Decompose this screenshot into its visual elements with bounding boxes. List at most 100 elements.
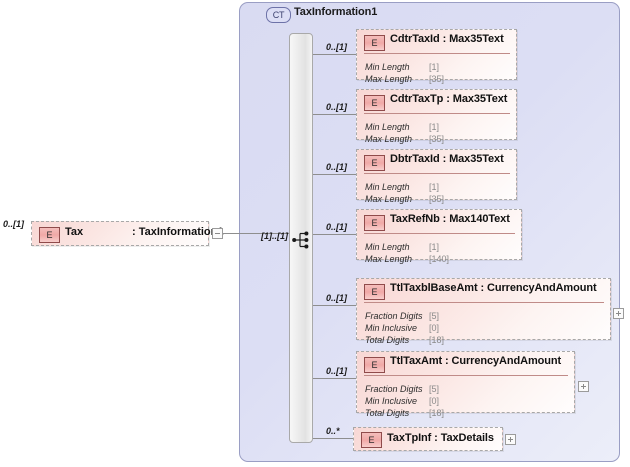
element-node-cdtrtaxid[interactable]: E CdtrTaxId : Max35Text Min Length [1] Ma…	[356, 29, 517, 84]
root-element-type: : TaxInformation1	[132, 226, 224, 238]
facet-name: Min Inclusive	[365, 323, 418, 333]
facet-name: Min Length	[365, 62, 410, 72]
facet-row: Min Length[1]	[365, 237, 449, 252]
element-title: CdtrTaxId : Max35Text	[390, 33, 504, 45]
sequence-cardinality: [1]..[1]	[261, 231, 288, 241]
facet-name: Total Digits	[365, 335, 410, 345]
element-badge: E	[39, 227, 60, 243]
element-badge: E	[361, 432, 382, 448]
root-element-node[interactable]: E Tax : TaxInformation1	[31, 221, 223, 246]
facet-value: [35]	[429, 134, 445, 144]
sequence-icon	[292, 231, 312, 249]
connector-child-3	[313, 234, 356, 235]
facet-name: Max Length	[365, 254, 413, 264]
facet-row: Min Length [1]	[365, 57, 444, 72]
element-badge: E	[364, 357, 385, 373]
facet-name: Max Length	[365, 134, 413, 144]
element-title: TaxRefNb : Max140Text	[390, 213, 510, 225]
connector-child-6	[313, 438, 353, 439]
facet-row: Min Inclusive [0]	[365, 318, 444, 333]
facet-row: Max Length [140]	[365, 249, 450, 264]
element-title: DbtrTaxId : Max35Text	[390, 153, 504, 165]
expander-ttltaxblbaseamt[interactable]	[613, 308, 624, 319]
child-cardinality-0: 0..[1]	[326, 42, 348, 52]
element-badge: E	[364, 95, 385, 111]
facet-row: Max Length [35]	[365, 69, 445, 84]
facet-name: Fraction Digits	[365, 311, 423, 321]
complex-type-badge: CT	[266, 7, 291, 23]
facet-name: Min Inclusive	[365, 396, 418, 406]
element-node-cdtrtaxtp[interactable]: E CdtrTaxTp : Max35Text Min Length [1] Ma…	[356, 89, 517, 144]
facet-row: Max Length [35]	[365, 189, 445, 204]
facet-row: Min Inclusive [0]	[365, 391, 444, 406]
facet-value: [1]	[429, 62, 440, 72]
element-badge: E	[364, 155, 385, 171]
root-collapse-expander[interactable]	[212, 228, 223, 239]
facet-name: Min Length	[365, 182, 410, 192]
element-title: CdtrTaxTp : Max35Text	[390, 93, 508, 105]
facet-row: Min Length [1]	[365, 117, 444, 132]
facet-row: Max Length [35]	[365, 129, 445, 144]
divider	[364, 53, 510, 54]
facet-value: [1]	[429, 182, 440, 192]
facet-value: [5]	[429, 384, 440, 394]
facet-value: [18]	[429, 408, 445, 418]
connector-root-to-sequence	[223, 233, 289, 234]
child-cardinality-4: 0..[1]	[326, 293, 348, 303]
child-cardinality-1: 0..[1]	[326, 102, 348, 112]
child-cardinality-6: 0..*	[326, 426, 340, 436]
facet-value: [0]	[429, 323, 440, 333]
element-node-dbtrtaxid[interactable]: E DbtrTaxId : Max35Text Min Length [1] Ma…	[356, 149, 517, 204]
facet-name: Fraction Digits	[365, 384, 423, 394]
child-cardinality-2: 0..[1]	[326, 162, 348, 172]
facet-row: Fraction Digits [5]	[365, 306, 444, 321]
divider	[364, 113, 510, 114]
root-element-name: Tax	[65, 226, 84, 238]
facet-value: [18]	[429, 335, 445, 345]
facet-name: Max Length	[365, 194, 413, 204]
complex-type-title: TaxInformation1	[294, 6, 378, 18]
element-title: TtlTaxAmt : CurrencyAndAmount	[390, 355, 562, 367]
facet-row: Total Digits [18]	[365, 330, 445, 345]
facet-name: Min Length	[365, 122, 410, 132]
divider	[364, 173, 510, 174]
divider	[364, 233, 515, 234]
element-badge: E	[364, 215, 385, 231]
element-node-taxrefnb[interactable]: E TaxRefNb : Max140Text Min Length[1] Ma…	[356, 209, 522, 264]
facet-row: Min Length [1]	[365, 177, 444, 192]
facet-row: Total Digits [18]	[365, 403, 445, 418]
facet-value: [35]	[429, 194, 445, 204]
divider	[364, 375, 568, 376]
facet-list: Min Length[1] Max Length [140]	[365, 237, 450, 264]
facet-value: [5]	[429, 311, 440, 321]
connector-child-2	[313, 174, 356, 175]
facet-value: [35]	[429, 74, 445, 84]
element-title: TtlTaxblBaseAmt : CurrencyAndAmount	[390, 282, 597, 294]
facet-list: Fraction Digits [5] Min Inclusive [0] Tota…	[365, 379, 445, 418]
connector-child-4	[313, 305, 356, 306]
sequence-bar	[289, 33, 313, 443]
element-node-taxtpinf[interactable]: E TaxTpInf : TaxDetails	[353, 427, 503, 451]
element-title: TaxTpInf : TaxDetails	[387, 432, 494, 444]
facet-value: [140]	[429, 254, 450, 264]
element-node-ttltaxblbaseamt[interactable]: E TtlTaxblBaseAmt : CurrencyAndAmount Fr…	[356, 278, 611, 345]
facet-row: Fraction Digits [5]	[365, 379, 444, 394]
root-cardinality: 0..[1]	[3, 219, 25, 229]
connector-child-0	[313, 54, 356, 55]
facet-name: Total Digits	[365, 408, 410, 418]
facet-value: [1]	[429, 242, 440, 252]
facet-value: [0]	[429, 396, 440, 406]
element-node-ttltaxamt[interactable]: E TtlTaxAmt : CurrencyAndAmount Fraction…	[356, 351, 575, 418]
facet-list: Fraction Digits [5] Min Inclusive [0] Tota…	[365, 306, 445, 345]
connector-child-5	[313, 378, 356, 379]
element-badge: E	[364, 284, 385, 300]
connector-child-1	[313, 114, 356, 115]
facet-value: [1]	[429, 122, 440, 132]
element-badge: E	[364, 35, 385, 51]
expander-ttltaxamt[interactable]	[578, 381, 589, 392]
facet-name: Max Length	[365, 74, 413, 84]
child-cardinality-5: 0..[1]	[326, 366, 348, 376]
expander-taxtpinf[interactable]	[505, 434, 516, 445]
facet-list: Min Length [1] Max Length [35]	[365, 117, 445, 144]
